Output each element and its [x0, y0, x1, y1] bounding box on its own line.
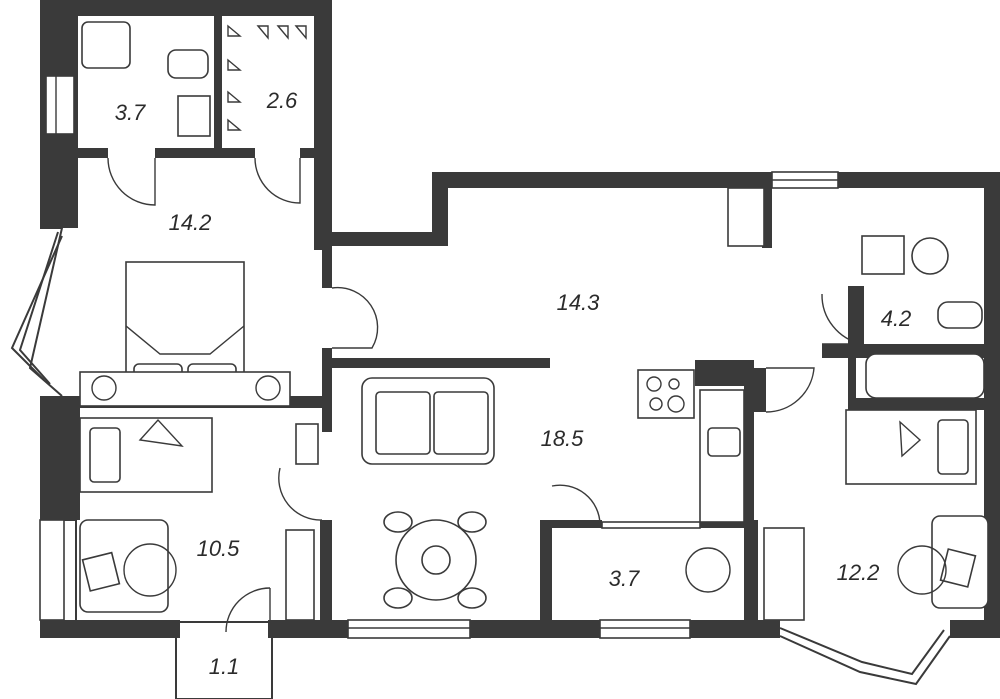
- plant-icon: [255, 375, 281, 401]
- area-label-bedroom-2: 10.5: [197, 536, 241, 561]
- sink-icon: [861, 235, 905, 275]
- area-label-bathroom-1: 3.7: [115, 100, 146, 125]
- wardrobe-icon: [727, 187, 765, 247]
- shelf-icon: [295, 423, 319, 465]
- toilet-icon: [937, 301, 983, 329]
- hanger-icons: [227, 24, 307, 131]
- area-label-bedroom-3: 12.2: [837, 560, 880, 585]
- area-label-loggia: 3.7: [609, 566, 640, 591]
- area-label-bathroom-2: 4.2: [881, 306, 912, 331]
- balcony: [175, 587, 273, 699]
- bathtub-icon: [865, 353, 985, 399]
- sink-icon: [81, 21, 131, 69]
- toilet-icon: [167, 49, 209, 79]
- plant-icon: [91, 375, 117, 401]
- area-label-living-room: 18.5: [541, 426, 585, 451]
- wardrobe-icon: [763, 527, 805, 621]
- area-label-closet: 2.6: [266, 88, 298, 113]
- area-label-bedroom-1: 14.2: [169, 210, 212, 235]
- area-labels: 3.7 2.6 14.2 14.3 4.2 18.5 10.5 3.7 12.2…: [115, 88, 912, 679]
- wardrobe-icon: [285, 529, 315, 621]
- windows: [10, 75, 951, 686]
- kitchen-sink-icon: [707, 427, 741, 457]
- area-label-balcony: 1.1: [209, 654, 240, 679]
- plant-icon: [685, 547, 731, 593]
- doors: [107, 157, 863, 525]
- washer-icon: [177, 95, 211, 137]
- stove-icon: [637, 369, 695, 419]
- washer-icon: [911, 237, 949, 275]
- area-label-hall: 14.3: [557, 290, 601, 315]
- furniture: [79, 21, 989, 621]
